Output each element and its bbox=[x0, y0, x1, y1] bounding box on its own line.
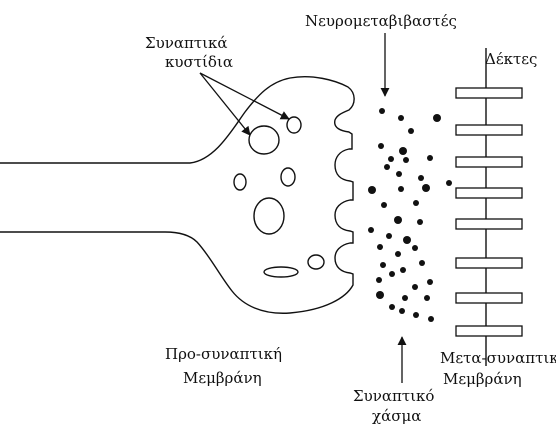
neurotransmitter-dot bbox=[399, 308, 405, 314]
neurotransmitter-dot bbox=[427, 279, 433, 285]
neurotransmitter-dot bbox=[424, 295, 430, 301]
receptor bbox=[456, 326, 522, 336]
neurotransmitter-dot bbox=[419, 260, 425, 266]
receptor bbox=[456, 219, 522, 229]
neurotransmitter-dot bbox=[403, 236, 411, 244]
neurotransmitter-dot bbox=[413, 200, 419, 206]
neurotransmitter-dot bbox=[395, 251, 401, 257]
presynaptic-label-line2: Μεμβράνη bbox=[183, 369, 262, 387]
postsynaptic-membrane bbox=[456, 48, 522, 366]
receptor bbox=[456, 293, 522, 303]
vesicles-label-line2: κυστίδια bbox=[165, 53, 233, 71]
neurotransmitter-dot bbox=[377, 244, 383, 250]
neurotransmitter-dot bbox=[379, 108, 385, 114]
vesicle-arrow-1 bbox=[200, 73, 250, 135]
neurotransmitter-dot bbox=[378, 143, 384, 149]
neurotransmitter-dot bbox=[398, 115, 404, 121]
receptor bbox=[456, 88, 522, 98]
neurotransmitter-dot bbox=[428, 316, 434, 322]
presynaptic-terminal bbox=[0, 77, 354, 314]
neurotransmitter-dot bbox=[381, 202, 387, 208]
vesicle bbox=[287, 117, 301, 133]
neurotransmitter-dot bbox=[394, 216, 402, 224]
neurotransmitter-dot bbox=[412, 245, 418, 251]
vesicle bbox=[249, 126, 279, 154]
neurotransmitter-dot bbox=[389, 271, 395, 277]
neurotransmitter-molecules bbox=[368, 108, 452, 322]
neurotransmitter-dot bbox=[446, 180, 452, 186]
presynaptic-label-line1: Προ-συναπτική bbox=[165, 345, 282, 363]
vesicles-label-line1: Συναπτικά bbox=[145, 34, 228, 52]
synaptic-vesicles bbox=[234, 117, 324, 277]
axon-upper-edge bbox=[0, 77, 354, 314]
neurotransmitter-dot bbox=[380, 262, 386, 268]
neurotransmitter-dot bbox=[408, 128, 414, 134]
neurotransmitter-dot bbox=[418, 175, 424, 181]
neurotransmitter-dot bbox=[399, 147, 407, 155]
neurotransmitter-dot bbox=[396, 171, 402, 177]
neurotransmitter-dot bbox=[376, 291, 384, 299]
neurotransmitter-dot bbox=[368, 186, 376, 194]
neurotransmitter-dot bbox=[412, 284, 418, 290]
neurotransmitter-dot bbox=[388, 156, 394, 162]
neurotransmitter-dot bbox=[398, 186, 404, 192]
postsynaptic-label-line1: Μετα-συναπτική bbox=[440, 349, 556, 367]
neurotransmitter-dot bbox=[422, 184, 430, 192]
neurotransmitter-dot bbox=[413, 312, 419, 318]
neurotransmitter-dot bbox=[386, 233, 392, 239]
vesicle bbox=[234, 174, 246, 190]
neurotransmitter-dot bbox=[368, 227, 374, 233]
receptor bbox=[456, 188, 522, 198]
neurotransmitter-dot bbox=[402, 295, 408, 301]
neurotransmitter-dot bbox=[433, 114, 441, 122]
receptor bbox=[456, 157, 522, 167]
cleft-label-line1: Συναπτικό bbox=[353, 387, 434, 405]
neurotransmitter-dot bbox=[400, 267, 406, 273]
neurotransmitter-dot bbox=[403, 157, 409, 163]
postsynaptic-label-line2: Μεμβράνη bbox=[443, 370, 522, 388]
receptors-label: Δέκτες bbox=[485, 50, 537, 68]
receptor bbox=[456, 258, 522, 268]
receptors bbox=[456, 88, 522, 336]
arrows bbox=[200, 33, 402, 383]
neurotransmitter-dot bbox=[417, 219, 423, 225]
neurotransmitter-dot bbox=[384, 164, 390, 170]
neurotransmitter-dot bbox=[389, 304, 395, 310]
vesicle bbox=[264, 267, 298, 277]
vesicle bbox=[308, 255, 324, 269]
receptor bbox=[456, 125, 522, 135]
neurotransmitter-dot bbox=[376, 277, 382, 283]
cleft-label-line2: χάσμα bbox=[372, 407, 421, 425]
neurotransmitters-label: Νευρομεταβιβαστές bbox=[305, 12, 457, 30]
neurotransmitter-dot bbox=[427, 155, 433, 161]
vesicle bbox=[281, 168, 295, 186]
vesicle bbox=[254, 198, 284, 234]
